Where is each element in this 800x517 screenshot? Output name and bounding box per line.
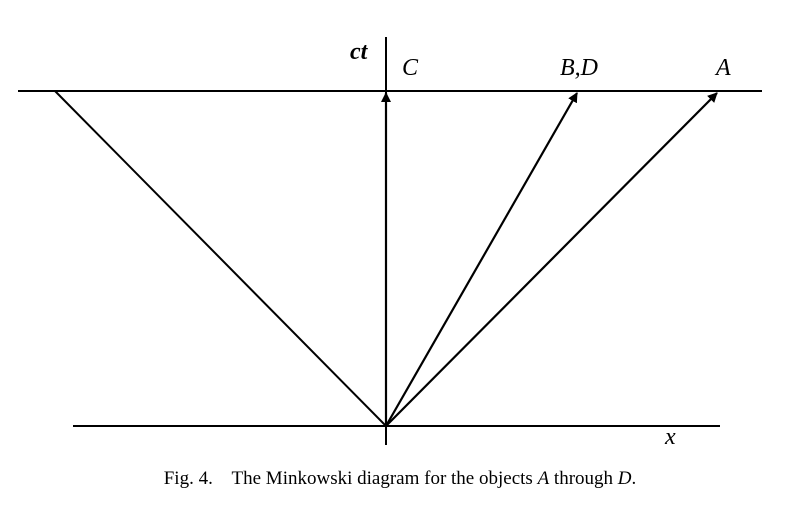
label-C: C — [402, 55, 419, 81]
label-A: A — [716, 55, 731, 81]
caption-prefix: Fig. 4. — [163, 468, 213, 489]
worldline-arrow-BD — [385, 92, 578, 427]
caption-mid: through — [549, 468, 618, 489]
caption-obj2: D — [617, 468, 632, 489]
caption-obj1: A — [537, 468, 550, 489]
ct-axis-label: ct — [350, 39, 368, 65]
figure-caption: Fig. 4. The Minkowski diagram for the ob… — [0, 468, 800, 490]
worldline-arrow-A — [385, 92, 718, 427]
light-line-left — [54, 90, 387, 427]
x-axis-label: x — [665, 424, 676, 450]
caption-text: The Minkowski diagram for the objects — [231, 468, 538, 489]
caption-end: . — [631, 468, 637, 489]
label-BD: B,D — [560, 55, 598, 81]
